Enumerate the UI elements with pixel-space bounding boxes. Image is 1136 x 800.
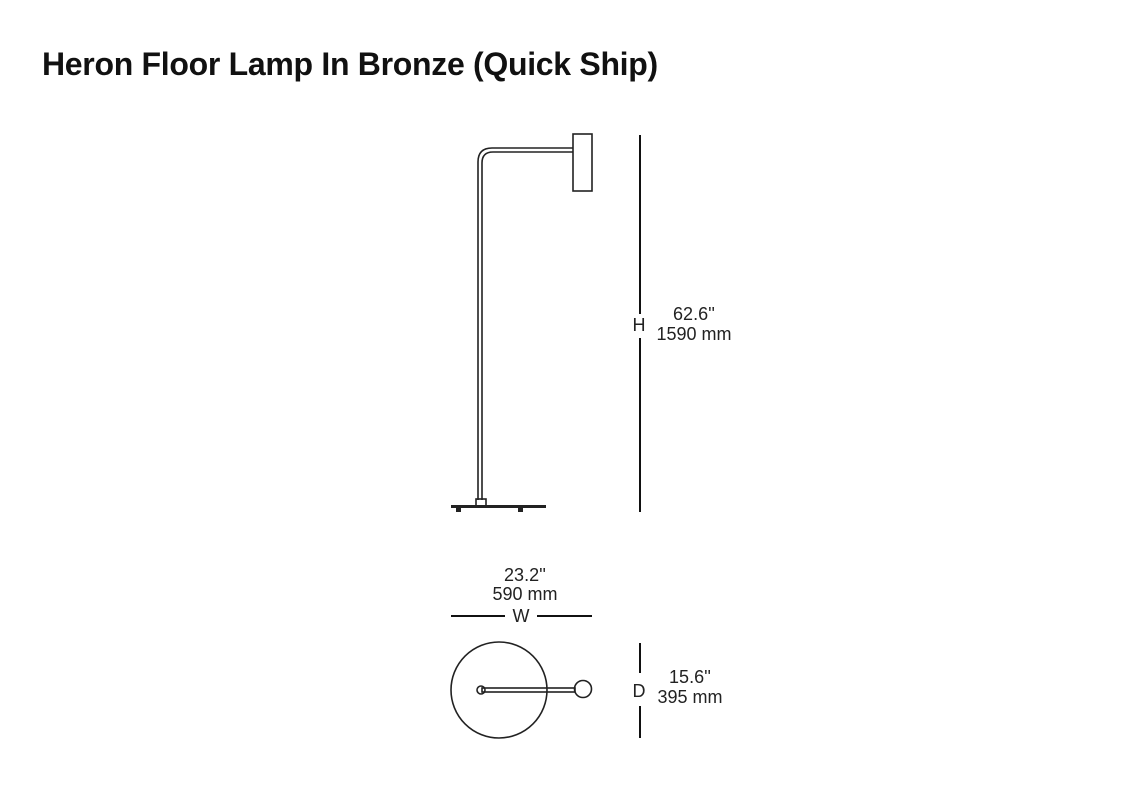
base-circle	[450, 641, 548, 739]
lamp-stem-base	[475, 498, 487, 507]
depth-label: D	[633, 681, 646, 701]
width-label: W	[513, 606, 530, 626]
height-inches: 62.6''	[673, 304, 715, 324]
lamp-arm-top	[481, 687, 576, 693]
depth-inches: 15.6''	[669, 667, 711, 687]
head-circle	[573, 679, 593, 699]
depth-dimension: D 15.6'' 395 mm	[633, 643, 723, 738]
height-dimension: H 62.6'' 1590 mm	[633, 135, 732, 512]
width-mm: 590 mm	[492, 584, 557, 604]
lamp-head	[572, 133, 593, 192]
lamp-base-plate	[451, 505, 546, 508]
lamp-top-view	[450, 641, 593, 739]
lamp-side-view	[451, 133, 593, 512]
height-mm: 1590 mm	[656, 324, 731, 344]
width-dimension: 23.2'' 590 mm W	[451, 565, 592, 626]
depth-mm: 395 mm	[657, 687, 722, 707]
pole-circle	[476, 685, 486, 695]
lamp-foot	[518, 508, 523, 512]
lamp-foot	[456, 508, 461, 512]
page-title: Heron Floor Lamp In Bronze (Quick Ship)	[42, 46, 658, 82]
width-inches: 23.2''	[504, 565, 546, 585]
height-label: H	[633, 315, 646, 335]
